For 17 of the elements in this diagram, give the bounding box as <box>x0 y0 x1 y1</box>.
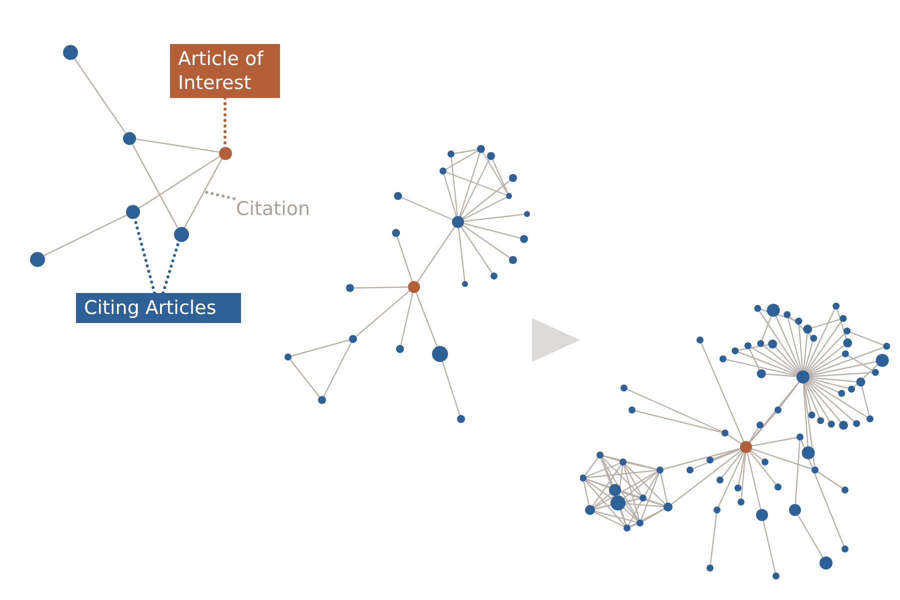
citation-line <box>43 214 127 256</box>
network-node-dot <box>62 44 78 60</box>
network-node-dot <box>122 132 136 144</box>
citation-line <box>135 138 219 153</box>
citation-line <box>138 156 220 209</box>
dotted-leader-line <box>204 190 236 200</box>
highlight-label: Article of Interest <box>170 44 280 98</box>
citation-line <box>74 58 126 133</box>
direction-triangle-arrow <box>532 318 580 362</box>
network-node-dot <box>174 226 188 242</box>
network-node-dot <box>218 146 232 160</box>
network-node-dot <box>126 205 140 219</box>
network-node-dot <box>30 252 44 266</box>
annotation-label: Citation <box>234 197 324 221</box>
highlight-label: Citing Articles <box>76 293 241 323</box>
citation-line <box>184 158 222 228</box>
citation-line <box>132 143 178 228</box>
